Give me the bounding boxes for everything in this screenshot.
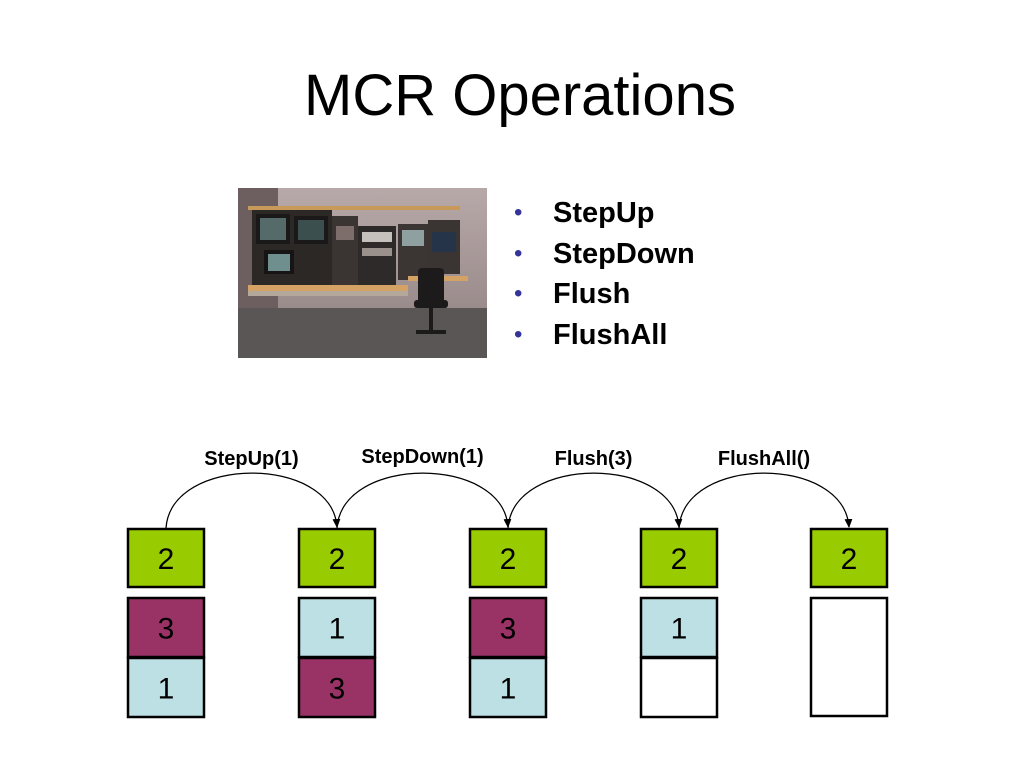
- operation-arrow: [507, 472, 683, 529]
- stack-top-label: 2: [329, 543, 346, 576]
- bullet-item: •StepDown: [514, 234, 695, 275]
- bullet-dot-icon: •: [514, 280, 523, 307]
- stack-empty-cell: [809, 596, 889, 718]
- bullet-list: •StepUp •StepDown •Flush •FlushAll: [514, 193, 695, 355]
- operation-label: StepDown(1): [361, 446, 483, 468]
- stack-cell: [639, 656, 719, 719]
- stack-cell-label: 1: [329, 613, 346, 646]
- stack-top-label: 2: [841, 543, 858, 576]
- stack-top-box: [639, 527, 719, 589]
- stack-cell-label: 3: [500, 613, 517, 646]
- stack-top-box: [297, 527, 377, 589]
- bullet-dot-icon: •: [514, 239, 523, 267]
- stack-top-label: 2: [158, 543, 175, 576]
- stack-cell-label: 1: [158, 673, 175, 706]
- stack: 2 3 1: [468, 527, 548, 719]
- stack-cell: [468, 596, 548, 659]
- stack-top-box: [809, 527, 889, 589]
- stack: 2 3 1: [126, 527, 206, 719]
- stack-cell: [126, 656, 206, 719]
- stack-cell-label: 3: [329, 673, 346, 706]
- stack-cell-label: 1: [671, 613, 688, 646]
- operation-arrow: [678, 472, 853, 529]
- stack-top-box: [468, 527, 548, 589]
- slide-title: MCR Operations: [304, 63, 736, 128]
- bullet-dot-icon: •: [514, 199, 523, 226]
- stack-top-label: 2: [671, 543, 688, 576]
- stack-cell: [468, 656, 548, 719]
- stack: 2: [809, 527, 889, 718]
- stack-cell: [126, 596, 206, 659]
- bullet-item: •Flush: [514, 274, 695, 315]
- bullet-item: •FlushAll: [514, 315, 695, 356]
- stack-cell-label: 1: [500, 673, 517, 706]
- bullet-item: •StepUp: [514, 193, 695, 234]
- stack-cell: [297, 596, 377, 659]
- operation-arrow: [336, 472, 512, 529]
- stack-cell-label: 3: [158, 613, 175, 646]
- control-room-photo: [238, 188, 487, 358]
- stack-cell: [639, 596, 719, 659]
- operation-label: Flush(3): [555, 448, 633, 470]
- bullet-dot-icon: •: [514, 320, 523, 348]
- stack: 2 1 3: [297, 527, 377, 719]
- stack-cell: [297, 656, 377, 719]
- stack-top-box: [126, 527, 206, 589]
- operation-label: FlushAll(): [718, 448, 810, 470]
- operation-label: StepUp(1): [204, 448, 298, 470]
- stack-top-label: 2: [500, 543, 517, 576]
- stack: 21: [639, 527, 719, 719]
- operation-arrow: [165, 472, 341, 529]
